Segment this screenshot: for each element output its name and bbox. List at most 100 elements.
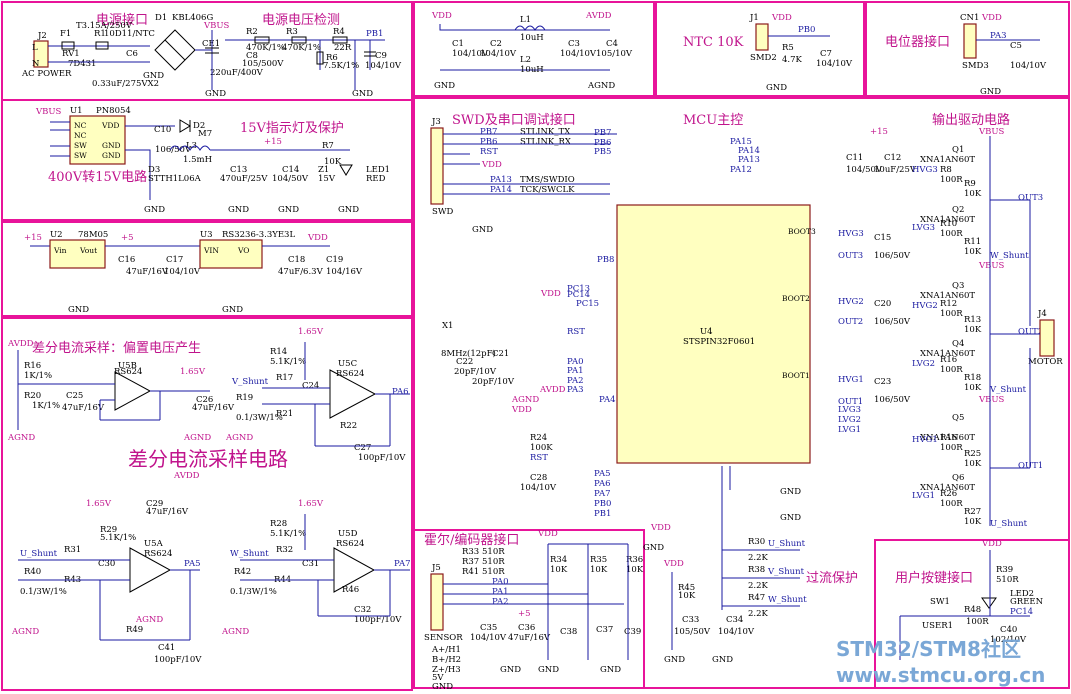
label-r39-value: 510R [996, 575, 1019, 585]
gnd-hall-3: GND [600, 665, 621, 675]
net-out3-out: OUT3 [1018, 193, 1043, 203]
net-avdd-bias: AVDD [7, 339, 34, 349]
hall-block: J5 SENSOR A+/H1 B+/H2 Z+/H3 5V GND R33 5… [424, 529, 644, 692]
label-r30: R30 [748, 537, 765, 547]
label-c35-value: 104/10V [470, 633, 507, 643]
label-r45-value: 10K [678, 591, 696, 601]
label-r12-value: 100R [940, 309, 963, 319]
label-r16-drive-value: 100R [940, 365, 963, 375]
net-avdd-filter: AVDD [585, 11, 612, 21]
label-u5a-value: RS624 [144, 549, 172, 559]
label-stlink-rx: STLINK_RX [520, 137, 572, 147]
label-q3: Q3 [952, 281, 964, 291]
gnd-hall-2: GND [538, 665, 559, 675]
label-r10: R10 [940, 219, 957, 229]
label-c39: C39 [624, 627, 641, 637]
net-pb8: PB8 [597, 255, 614, 265]
label-d3-value: STTH1L06A [148, 174, 202, 184]
label-r40: R40 [24, 567, 41, 577]
label-r14: R14 [270, 347, 287, 357]
net-hvg2-out: HVG2 [912, 301, 938, 311]
title-overcurrent: 过流保护 [806, 571, 858, 586]
label-l2: L2 [520, 55, 531, 65]
chip-u4 [617, 205, 810, 463]
connector-cn1 [964, 24, 976, 58]
gnd-mcu-3: GND [643, 543, 664, 553]
label-c22-value: 20pF/10V [454, 367, 497, 377]
label-c20: C20 [874, 299, 891, 309]
gnd-u3: GND [222, 305, 243, 315]
label-r47: R47 [748, 593, 765, 603]
label-u5c: U5C [338, 359, 357, 369]
net-vbus-out2: VBUS [978, 261, 1005, 271]
label-r39: R39 [996, 565, 1013, 575]
label-r35-value: 10K [590, 565, 608, 575]
label-smd3: SMD3 [962, 61, 989, 71]
label-c17-value: 104/10V [164, 267, 201, 277]
label-u5c-value: RS624 [336, 369, 364, 379]
label-c37: C37 [596, 625, 613, 635]
pin-boot2: BOOT2 [782, 294, 810, 303]
gnd-oc-2: GND [712, 655, 733, 665]
gnd-c13: GND [228, 205, 249, 215]
label-c21-value: 20pF/10V [472, 377, 515, 387]
svg-text:VO: VO [237, 246, 249, 255]
net-v-shunt-out: V_Shunt [989, 385, 1027, 395]
net-lvg1-out: LVG1 [912, 491, 935, 501]
label-l1: L1 [520, 15, 531, 25]
label-neutral: N [32, 59, 40, 69]
label-u2-value: 78M05 [78, 230, 108, 240]
label-r3-value: 470K/1% [282, 43, 321, 53]
net-agnd-mcu: AGND [511, 395, 539, 405]
net-w-shunt-out: W_Shunt [990, 251, 1029, 261]
label-l2-value: 10uH [520, 65, 544, 75]
label-r48-value: 100R [966, 617, 989, 627]
label-c2: C2 [490, 39, 502, 49]
label-u2: U2 [50, 230, 63, 240]
label-q6: Q6 [952, 473, 964, 483]
label-c38: C38 [560, 627, 577, 637]
label-ac-power: AC POWER [21, 69, 72, 79]
label-r22: R22 [340, 421, 357, 431]
label-r11-value: 10K [964, 247, 982, 257]
label-r33-value: 510R [482, 547, 505, 557]
net-lvg2-out: LVG2 [912, 359, 935, 369]
label-c10: C10 [154, 125, 171, 135]
label-c15: C15 [874, 233, 891, 243]
net-pa3-pot: PA3 [990, 31, 1007, 41]
label-r13-value: 10K [964, 325, 982, 335]
net-rst-r24: RST [530, 453, 548, 463]
label-hall-b: B+/H2 [432, 655, 461, 665]
net-rst-swd: RST [480, 147, 498, 157]
label-q5: Q5 [952, 413, 964, 423]
label-r20: R20 [24, 391, 41, 401]
connector-j1 [756, 24, 768, 50]
label-l1-value: 10uH [520, 33, 544, 43]
label-r19: R19 [236, 393, 253, 403]
net-pb6-swd: PB6 [480, 137, 497, 147]
title-diff-current: 差分电流采样电路 [128, 447, 288, 471]
label-r24: R24 [530, 433, 547, 443]
label-j4: J4 [1037, 309, 1047, 319]
label-c35: C35 [480, 623, 497, 633]
label-cn1: CN1 [960, 13, 979, 23]
agnd-filter: AGND [587, 81, 615, 91]
label-d2-value: M7 [198, 129, 212, 139]
label-hall-a: A+/H1 [431, 645, 461, 655]
gnd-mcu-2: GND [780, 513, 801, 523]
label-r18-value: 10K [964, 383, 982, 393]
label-rv1-value: 7D431 [68, 59, 96, 69]
label-r26-value: 100R [940, 499, 963, 509]
net-pb1-mcu: PB1 [594, 509, 611, 519]
connector-j4 [1040, 320, 1054, 356]
label-r7: R7 [322, 141, 334, 151]
net-u-shunt-out: U_Shunt [990, 519, 1028, 529]
label-c4-value: 105/10V [596, 49, 633, 59]
label-c19-value: 104/16V [326, 267, 363, 277]
net-hvg3-mcu: HVG3 [838, 229, 864, 239]
net-vdd-ntc: VDD [771, 13, 792, 23]
label-r46: R46 [342, 585, 359, 595]
gnd-hall-1: GND [500, 665, 521, 675]
label-r28: R28 [270, 519, 287, 529]
gnd-d3: GND [144, 205, 165, 215]
